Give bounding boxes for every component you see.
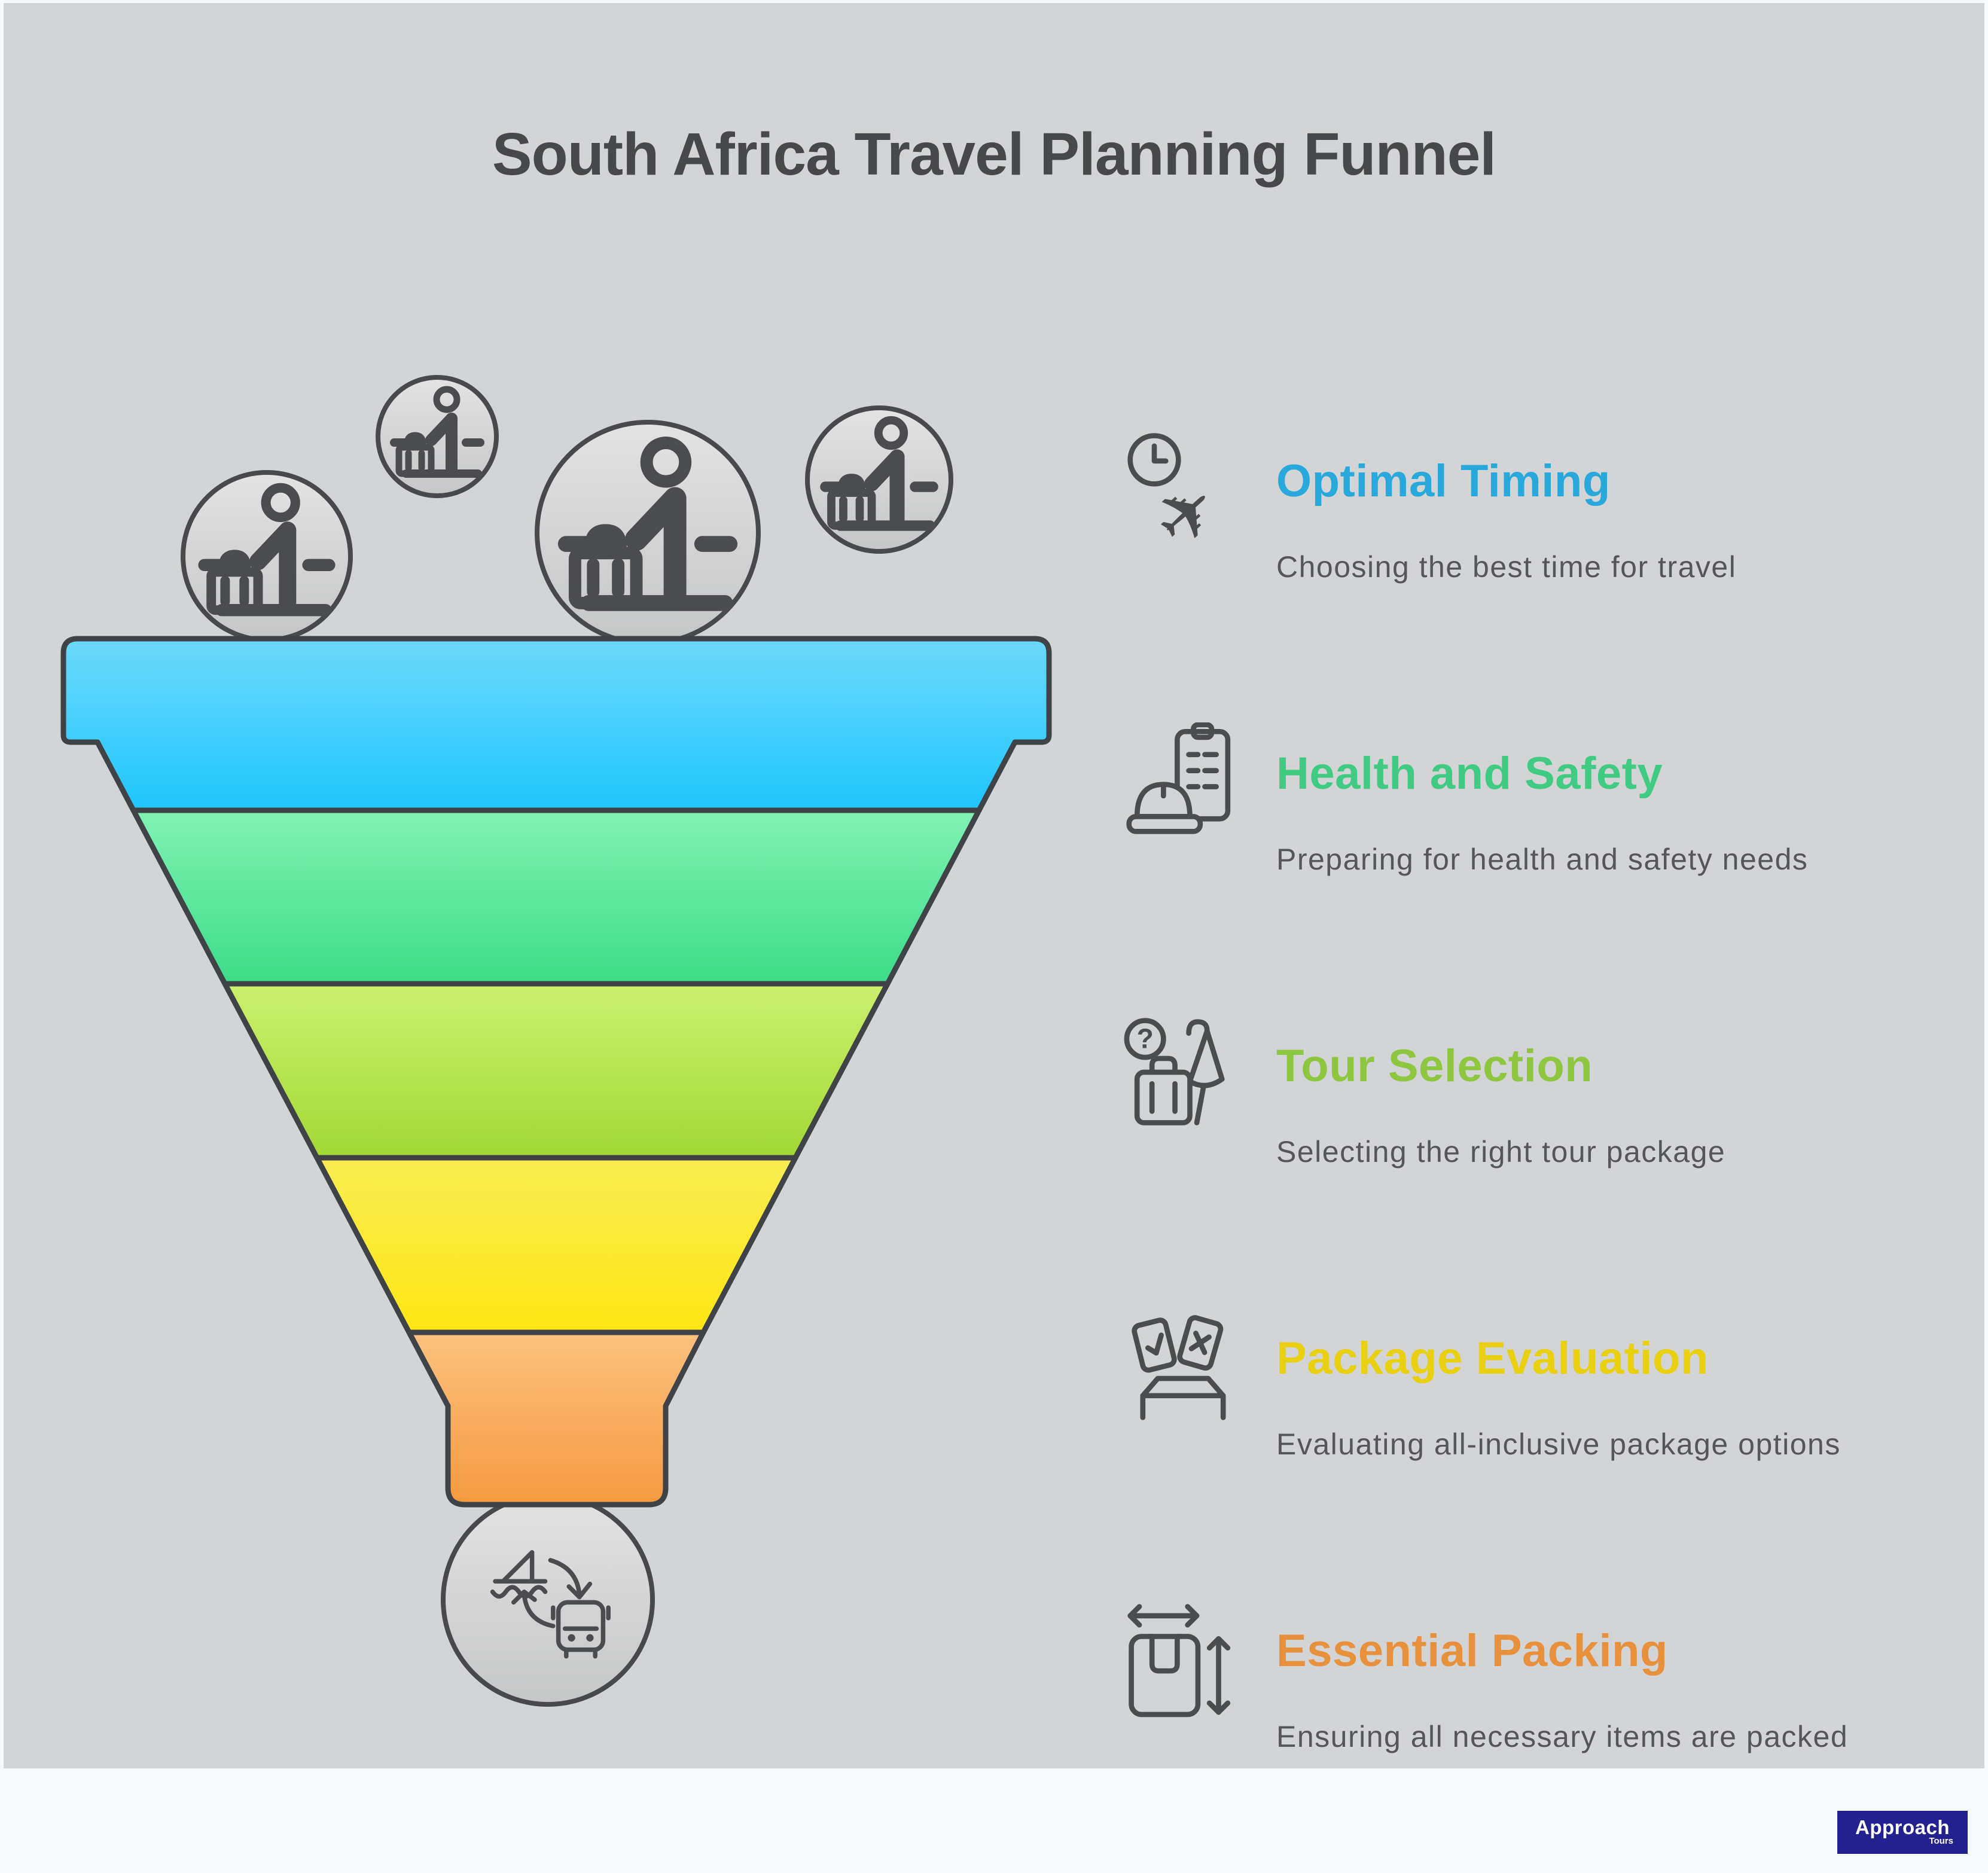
approval-cards-box-icon xyxy=(1132,1315,1226,1420)
hardhat-clipboard-icon xyxy=(1126,722,1231,834)
question-suitcase-umbrella-icon: ? xyxy=(1124,1018,1225,1125)
step-heading: Health and Safety xyxy=(1276,748,1663,799)
funnel-stage-health-and-safety xyxy=(130,807,982,987)
clock-airplane-icon: ✈ xyxy=(1127,433,1237,559)
funnel-graphic xyxy=(60,375,1052,1707)
brand-name: Approach xyxy=(1855,1816,1950,1838)
step-heading: Essential Packing xyxy=(1276,1625,1668,1676)
boat-bus-transfer-icon xyxy=(490,1550,611,1659)
svg-text:?: ? xyxy=(1137,1023,1154,1054)
step-heading: Tour Selection xyxy=(1276,1041,1593,1091)
step-heading: Package Evaluation xyxy=(1276,1333,1709,1384)
step-tour-selection: ? Tour Selection Selecting the right tou… xyxy=(1123,1004,1984,1285)
traveler-circle-right xyxy=(805,405,953,554)
step-description: Ensuring all necessary items are packed xyxy=(1276,1720,1849,1753)
step-health-and-safety: Health and Safety Preparing for health a… xyxy=(1123,712,1984,993)
step-description: Choosing the best time for travel xyxy=(1276,550,1737,584)
brand-logo: Approach Tours xyxy=(1837,1811,1968,1854)
step-description: Preparing for health and safety needs xyxy=(1276,843,1809,876)
step-package-evaluation: Package Evaluation Evaluating all-inclus… xyxy=(1123,1297,1984,1578)
page-title: South Africa Travel Planning Funnel xyxy=(492,121,1496,188)
brand-subtext: Tours xyxy=(1929,1836,1953,1846)
transfer-circle xyxy=(441,1493,655,1707)
step-essential-packing: Essential Packing Ensuring all necessary… xyxy=(1123,1589,1984,1870)
step-description: Selecting the right tour package xyxy=(1276,1135,1726,1169)
funnel-stage-tour-selection xyxy=(222,981,891,1161)
funnel-stage-package-evaluation xyxy=(314,1155,798,1335)
svg-text:✈: ✈ xyxy=(1137,464,1236,559)
funnel-stage-essential-packing xyxy=(406,1329,706,1508)
step-heading: Optimal Timing xyxy=(1276,456,1611,507)
box-dimensions-icon xyxy=(1127,1604,1231,1718)
traveler-circle-small xyxy=(376,375,499,498)
traveler-circle-large xyxy=(535,420,761,646)
step-optimal-timing: ✈ Optimal Timing Choosing the best time … xyxy=(1123,419,1984,700)
step-description: Evaluating all-inclusive package options xyxy=(1276,1427,1841,1461)
funnel-stage-optimal-timing xyxy=(60,636,1052,813)
traveler-circle-left xyxy=(181,470,353,642)
infographic-canvas: South Africa Travel Planning Funnel xyxy=(4,3,1984,1768)
